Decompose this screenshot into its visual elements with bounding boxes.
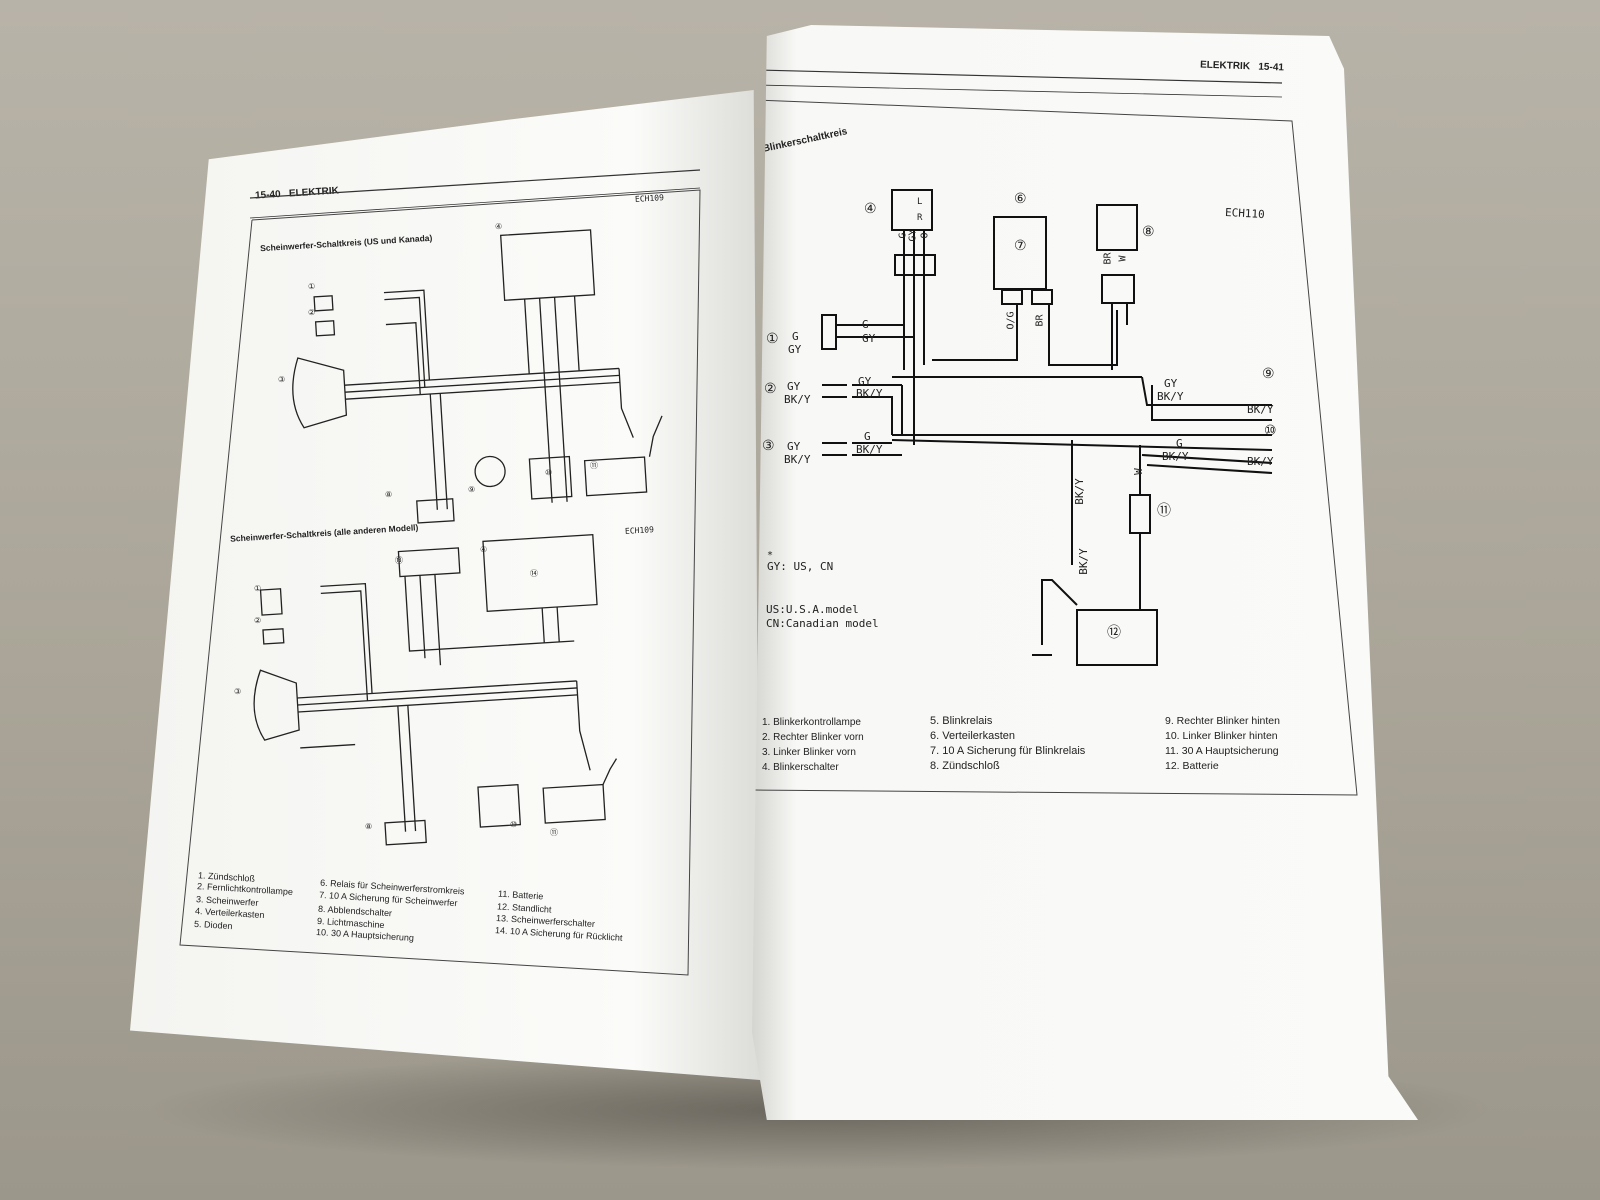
wire-label-bky-8: BK/Y bbox=[1247, 403, 1274, 416]
top-callout-9: ⑨ bbox=[468, 485, 476, 494]
top-callout-1: ① bbox=[308, 282, 316, 291]
callout-9: ⑨ bbox=[1262, 365, 1275, 381]
callout-3: ③ bbox=[762, 437, 775, 453]
top-connector-1 bbox=[313, 295, 334, 312]
top-callout-2: ② bbox=[308, 308, 316, 317]
wire-label-bky-7: BK/Y bbox=[1157, 390, 1184, 403]
callout-7: ⑦ bbox=[1014, 237, 1027, 253]
wire-label-g-2: G bbox=[862, 318, 869, 331]
callout-8: ⑧ bbox=[1142, 223, 1155, 239]
wire-label-bky-12: BK/Y bbox=[1076, 548, 1090, 575]
bottom-callout-14: ⑭ bbox=[530, 569, 538, 578]
callout-2: ② bbox=[764, 380, 777, 396]
wire-label-bky-5: BK/Y bbox=[784, 453, 811, 466]
switch-l-mark: L bbox=[917, 197, 923, 207]
turn-switch bbox=[891, 189, 933, 231]
top-relay-box bbox=[500, 229, 596, 301]
left-page: 15-40 ELEKTRIK Scheinwerfer-Schaltkreis … bbox=[130, 90, 760, 1080]
wire-label-og: O/G bbox=[1005, 311, 1017, 330]
wire-label-gy-4: GY bbox=[858, 375, 872, 388]
right-legend-6: 6. Verteilerkasten bbox=[930, 730, 1015, 742]
wire-label-gy-5: GY bbox=[787, 440, 801, 453]
callout-12: ⑫ bbox=[1107, 624, 1121, 640]
callout-11: ⑪ bbox=[1157, 502, 1171, 518]
callout-10: ⑩ bbox=[1264, 422, 1277, 438]
top-callout-3: ③ bbox=[278, 375, 286, 384]
wire-label-bky-3: BK/Y bbox=[784, 393, 811, 406]
right-page: ELEKTRIK 15-41 Blinkerschaltkreis ECH110 bbox=[752, 25, 1418, 1120]
right-legend-4: 4. Blinkerschalter bbox=[762, 762, 839, 773]
ignition-switch bbox=[1096, 204, 1138, 251]
right-legend-11: 11. 30 A Hauptsicherung bbox=[1165, 745, 1279, 757]
callout-1: ① bbox=[766, 330, 779, 346]
wire-label-g-9: G bbox=[1176, 437, 1183, 450]
right-legend-3: 3. Linker Blinker vorn bbox=[762, 747, 856, 758]
bottom-callout-2: ② bbox=[254, 616, 262, 625]
bottom-callout-3: ③ bbox=[234, 687, 242, 696]
bottom-relay-box bbox=[482, 533, 598, 612]
bottom-callout-1: ① bbox=[254, 584, 262, 593]
callout-4: ④ bbox=[864, 200, 877, 216]
top-callout-11: ⑪ bbox=[590, 461, 598, 470]
wire-label-gy-7: GY bbox=[1164, 377, 1178, 390]
wire-label-gy-3: GY bbox=[787, 380, 801, 393]
wire-label-gy-top: GY bbox=[907, 229, 919, 242]
wire-label-bky-4: BK/Y bbox=[856, 387, 883, 400]
wire-label-w: W bbox=[1117, 255, 1129, 262]
top-wiring-diagram bbox=[292, 229, 663, 524]
callout-6: ⑥ bbox=[1014, 190, 1027, 206]
wire-label-bky-6: BK/Y bbox=[856, 443, 883, 456]
wire-label-br: BR bbox=[1034, 314, 1046, 327]
bottom-callout-10: ⑩ bbox=[510, 820, 518, 829]
note-cn: CN:Canadian model bbox=[766, 617, 879, 630]
headlight-shape-2 bbox=[253, 669, 300, 741]
bottom-callout-11: ⑪ bbox=[550, 828, 558, 837]
wire-label-g-1: G bbox=[792, 330, 799, 343]
right-legend-1: 1. Blinkerkontrollampe bbox=[762, 717, 861, 728]
wire-label-gy-1: GY bbox=[788, 343, 802, 356]
wire-label-gy-2: GY bbox=[862, 332, 876, 345]
wire-label-w-2: W bbox=[1131, 468, 1145, 475]
right-legend-10: 10. Linker Blinker hinten bbox=[1165, 730, 1278, 742]
bottom-wiring-diagram bbox=[253, 533, 618, 846]
note-star: * bbox=[767, 550, 774, 561]
right-legend-2: 2. Rechter Blinker vorn bbox=[762, 732, 864, 743]
headlight-shape bbox=[292, 357, 348, 429]
note-gy: GY: US, CN bbox=[767, 560, 834, 573]
top-callout-8: ⑧ bbox=[385, 490, 393, 499]
wire-label-bky-10: BK/Y bbox=[1247, 455, 1274, 468]
left-page-rules bbox=[179, 169, 701, 976]
bottom-callout-8: ⑧ bbox=[365, 822, 373, 831]
right-legend-5: 5. Blinkrelais bbox=[930, 715, 993, 727]
wire-label-br-2: BR bbox=[1102, 252, 1114, 265]
switch-r-mark: R bbox=[917, 213, 923, 223]
wire-label-g-6: G bbox=[864, 430, 871, 443]
note-us: US:U.S.A.model bbox=[766, 603, 859, 616]
top-callout-10: ⑩ bbox=[545, 468, 553, 477]
blinker-wiring-diagram bbox=[821, 189, 1273, 666]
bottom-callout-4: ④ bbox=[480, 545, 488, 554]
right-legend-12: 12. Batterie bbox=[1165, 760, 1219, 772]
bottom-callout-13: ⑬ bbox=[395, 556, 403, 565]
top-connector-2 bbox=[314, 320, 336, 337]
right-legend-9: 9. Rechter Blinker hinten bbox=[1165, 715, 1280, 727]
right-legend-8: 8. Zündschloß bbox=[930, 760, 1000, 772]
wire-label-o-top: O bbox=[919, 232, 931, 239]
main-fuse bbox=[1129, 494, 1151, 534]
battery bbox=[1076, 609, 1158, 666]
wire-label-bky-9: BK/Y bbox=[1162, 450, 1189, 463]
bottom-switch-box bbox=[397, 547, 461, 578]
wire-label-bky-11: BK/Y bbox=[1072, 478, 1086, 505]
right-legend-7: 7. 10 A Sicherung für Blinkrelais bbox=[930, 745, 1086, 757]
top-callout-4: ④ bbox=[495, 222, 503, 231]
